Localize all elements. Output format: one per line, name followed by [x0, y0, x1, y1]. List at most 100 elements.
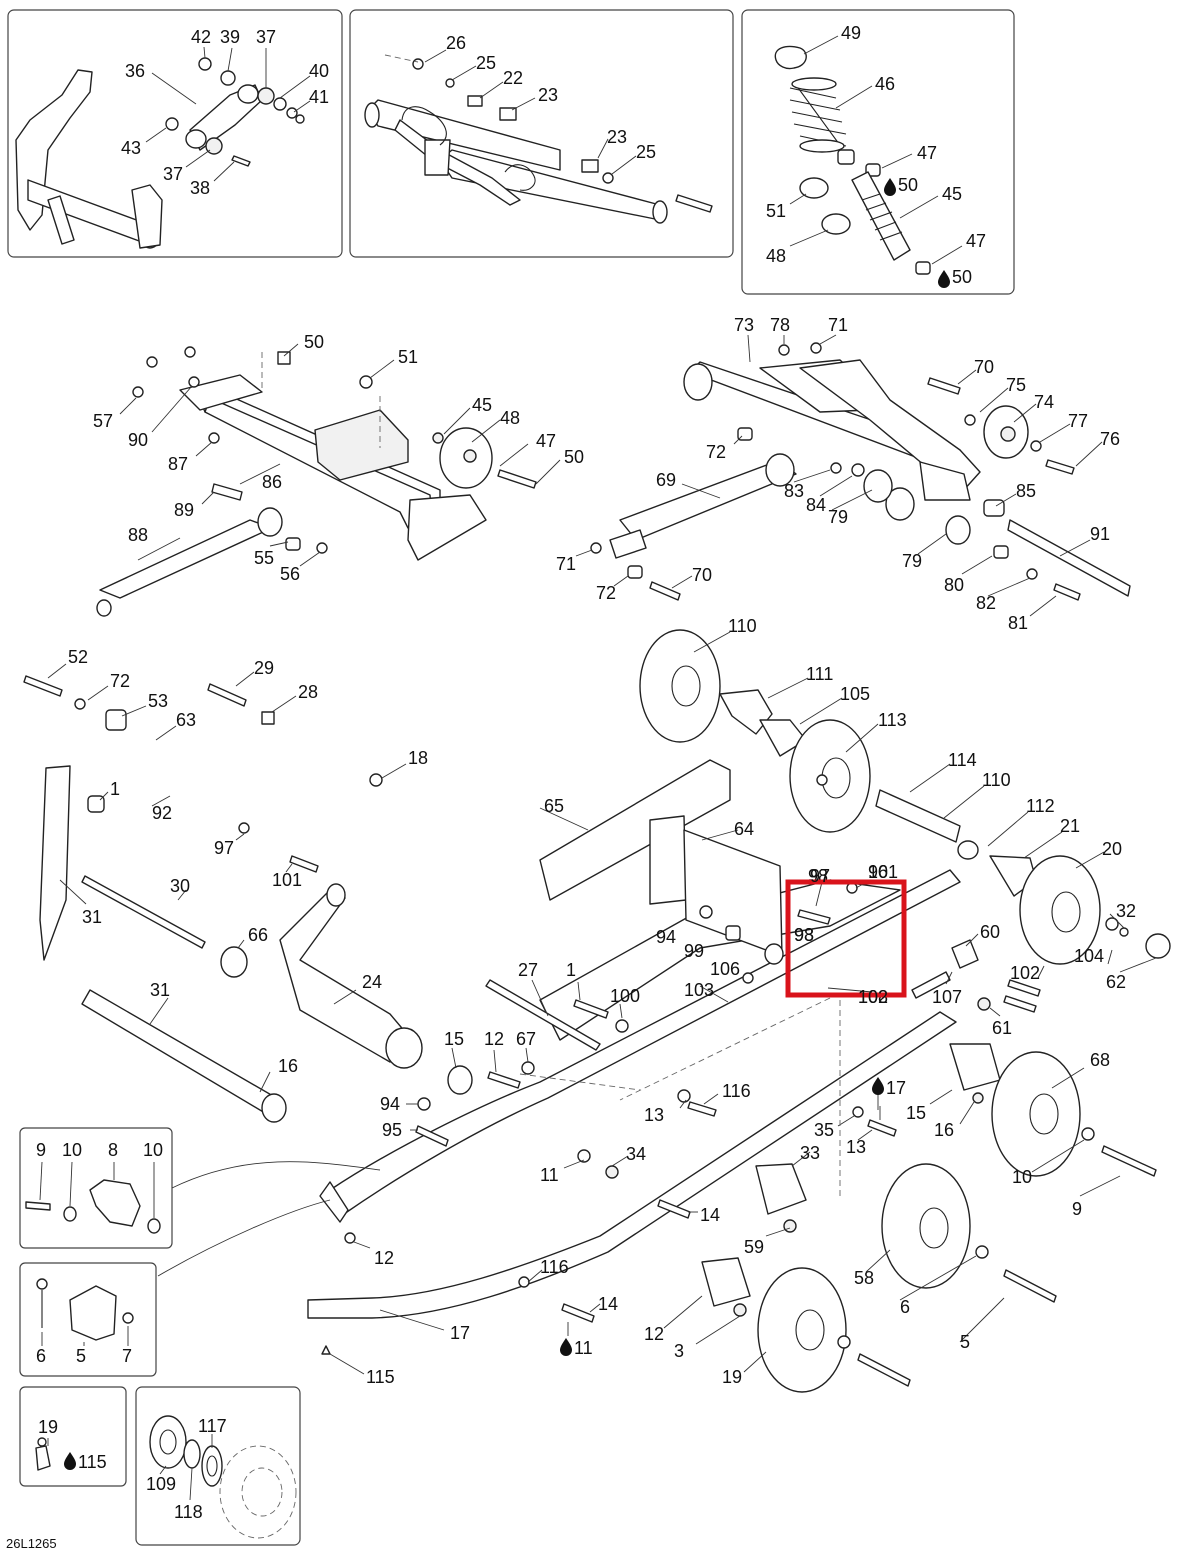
oil-drop-icon: [560, 1338, 572, 1356]
callout: 76: [1100, 429, 1120, 449]
callout: 18: [408, 748, 428, 768]
callout: 29: [254, 658, 274, 678]
callout: 36: [125, 61, 145, 81]
callout: 14: [700, 1205, 720, 1225]
callout: 49: [841, 23, 861, 43]
callout: 47: [966, 231, 986, 251]
callout: 97: [214, 838, 234, 858]
callout: 116: [540, 1257, 569, 1277]
callout: 89: [174, 500, 194, 520]
rear-arm-assembly-drawing: [590, 342, 1131, 601]
callout: 45: [942, 184, 962, 204]
callout: 106: [710, 959, 740, 979]
callout: 42: [191, 27, 211, 47]
callout: 94: [656, 927, 676, 947]
callout: 112: [1026, 796, 1055, 816]
callout: 58: [854, 1268, 874, 1288]
callout: 117: [198, 1416, 227, 1436]
inset1-callouts: 42 39 37 36 40 41 43 37 38: [121, 27, 329, 198]
callout: 115: [78, 1452, 107, 1472]
callout: 105: [840, 684, 870, 704]
callout: 55: [254, 548, 274, 568]
callout: 12: [374, 1248, 394, 1268]
callout: 39: [220, 27, 240, 47]
oil-drop-icon: [938, 270, 950, 288]
inset-upper-arm: [349, 9, 734, 258]
callout: 93: [794, 925, 814, 945]
rear-arm-callouts: 73 78 71 70 75 74 77 76 72 69 83 84 79 8…: [556, 315, 1120, 633]
callout: 47: [917, 143, 937, 163]
callout: 70: [692, 565, 712, 585]
front-arm-leaders: [119, 343, 561, 567]
inset2-callouts: 26 25 22 23 23 25: [446, 33, 656, 162]
callout: 31: [82, 907, 102, 927]
callout: 96: [868, 862, 888, 882]
callout: 60: [980, 922, 1000, 942]
callout: 48: [500, 408, 520, 428]
callout: 57: [93, 411, 113, 431]
callout: 17: [450, 1323, 470, 1343]
callout: 82: [976, 593, 996, 613]
callout: 98: [794, 925, 814, 945]
callout: 83: [784, 481, 804, 501]
callout: 47: [536, 431, 556, 451]
callout: 40: [309, 61, 329, 81]
callout: 19: [722, 1367, 742, 1387]
callout: 56: [280, 564, 300, 584]
callout: 43: [121, 138, 141, 158]
spring-shock-drawing: [774, 45, 931, 275]
callout: 23: [607, 127, 627, 147]
callout: 116: [722, 1081, 751, 1101]
callout: 68: [1090, 1050, 1110, 1070]
callout: 107: [932, 987, 962, 1007]
callout: 45: [472, 395, 492, 415]
callout: 22: [503, 68, 523, 88]
callout: 115: [366, 1367, 395, 1387]
callout: 25: [636, 142, 656, 162]
callout: 50: [952, 267, 972, 287]
callout: 38: [190, 178, 210, 198]
wheel-bearing-drawing: 117 109 118: [146, 1415, 297, 1539]
callout: 17: [886, 1078, 906, 1098]
callout: 12: [484, 1029, 504, 1049]
callout: 35: [814, 1120, 834, 1140]
callout: 8: [108, 1140, 118, 1160]
callout: 16: [934, 1120, 954, 1140]
callout: 95: [382, 1120, 402, 1140]
callout: 46: [875, 74, 895, 94]
rear-arm-leaders: [575, 334, 1103, 617]
callout: 12: [644, 1324, 664, 1344]
callout: 9: [1072, 1199, 1082, 1219]
upper-arm-drawing: [364, 58, 713, 224]
oil-drop-icon: [64, 1452, 76, 1470]
callout: 79: [828, 507, 848, 527]
callout: 80: [944, 575, 964, 595]
callout: 79: [902, 551, 922, 571]
callout: 91: [1090, 524, 1110, 544]
callout: 14: [598, 1294, 618, 1314]
inset3-leaders: [789, 35, 963, 265]
callout: 16: [278, 1056, 298, 1076]
callout: 6: [36, 1346, 46, 1366]
callout: 53: [148, 691, 168, 711]
callout: 19: [38, 1417, 58, 1437]
callout: 59: [744, 1237, 764, 1257]
highlighted-callouts: 97 101 98 102: [794, 862, 898, 1007]
callout: 67: [516, 1029, 536, 1049]
callout: 26: [446, 33, 466, 53]
slide-stopper-drawing: 9 10 8 10: [25, 1140, 163, 1234]
callout: 78: [770, 315, 790, 335]
callout: 10: [143, 1140, 163, 1160]
inset-grease-fitting: [19, 1386, 127, 1487]
callout: 64: [734, 819, 754, 839]
callout: 3: [674, 1341, 684, 1361]
inset3-callouts: 49 46 47 50 51 45 48 47 50: [766, 23, 986, 288]
callout: 92: [152, 803, 172, 823]
callout: 99: [684, 941, 704, 961]
callout: 28: [298, 682, 318, 702]
main-skid-leaders: [47, 631, 1157, 1375]
rear-arm-linkage-drawing: [15, 57, 305, 249]
callout: 61: [992, 1018, 1012, 1038]
callout: 74: [1034, 392, 1054, 412]
